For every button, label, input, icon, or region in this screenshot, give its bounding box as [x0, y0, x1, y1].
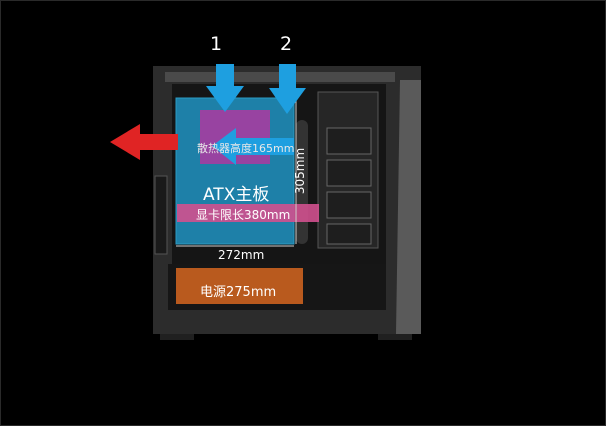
- case-foot: [160, 334, 194, 340]
- expansion-slots: [154, 175, 168, 255]
- cpu-cooler-label: 散热器高度165mm: [197, 142, 295, 155]
- case-front-panel: [396, 80, 421, 334]
- drive-bay: [326, 223, 372, 245]
- arrow-down-icon: [206, 64, 244, 112]
- arrow-left-icon: [212, 128, 294, 165]
- arrow-left-red-icon: [110, 124, 178, 160]
- arrow-down-icon: [269, 64, 306, 114]
- gpu-limit-label: 显卡限长380mm: [196, 208, 291, 222]
- drive-bay: [326, 191, 372, 219]
- marker-2: 2: [280, 33, 293, 55]
- width-label: 272mm: [218, 248, 265, 262]
- height-label: 305mm: [293, 147, 308, 195]
- drive-bay: [326, 127, 372, 155]
- gpu-length-band: [177, 204, 319, 222]
- psu: [176, 268, 303, 304]
- marker-1: 1: [210, 33, 223, 55]
- psu-label: 电源275mm: [200, 285, 277, 300]
- drive-bay: [326, 159, 372, 187]
- motherboard-label: ATX主板: [203, 185, 270, 205]
- case-foot: [378, 334, 412, 340]
